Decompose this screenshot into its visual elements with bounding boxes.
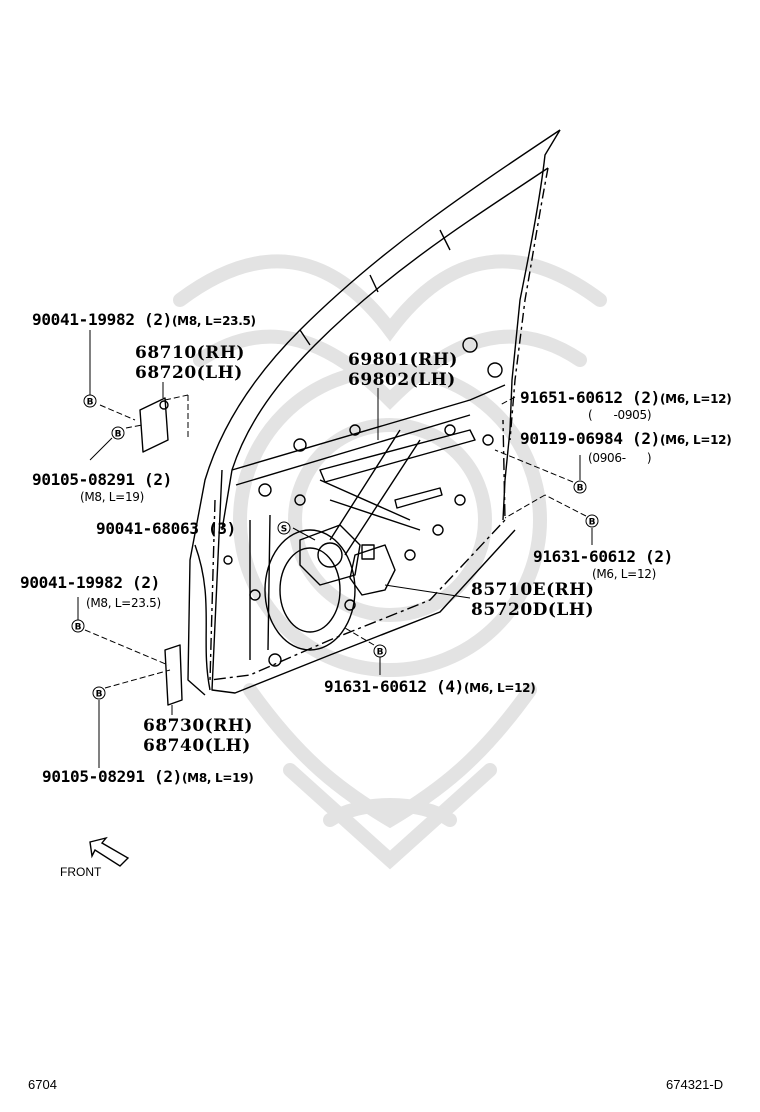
upper-hinge-nut-label: 90105-08291 (2) <box>32 470 172 489</box>
lower-hinge-bolt-label: 90041-19982 (2) <box>20 573 160 592</box>
diagram-code: 674321-D <box>666 1077 724 1092</box>
svg-text:B: B <box>87 398 94 408</box>
marker-b: B <box>373 644 387 658</box>
page-number: 6704 <box>28 1077 57 1092</box>
svg-text:B: B <box>577 484 584 494</box>
marker-s: S <box>277 521 291 535</box>
door-assembly-drawing <box>139 129 561 706</box>
motor-lh: 85720D(LH) <box>471 600 594 620</box>
svg-text:B: B <box>115 430 122 440</box>
bolt-90119-label: 90119-06984 (2)(M6, L=12) <box>520 429 732 448</box>
upper-hinge-bolt-label: 90041-19982 (2)(M8, L=23.5) <box>32 310 256 329</box>
marker-b: B <box>83 394 97 408</box>
regulator-rh: 69801(RH) <box>348 350 458 370</box>
svg-text:B: B <box>75 623 82 633</box>
front-arrow-icon <box>89 836 130 867</box>
svg-text:B: B <box>377 648 384 658</box>
motor-part-numbers: 85710E(RH) 85720D(LH) <box>471 580 594 620</box>
svg-text:B: B <box>96 690 103 700</box>
bolt-91631-right-label: 91631-60612 (2) <box>533 547 673 566</box>
lower-hinge-nut-label: 90105-08291 (2)(M8, L=19) <box>42 767 254 786</box>
markers: B B B B S B B B <box>71 394 599 700</box>
bolt-91631-bottom-spec: (M6, L=12) <box>464 681 536 695</box>
marker-b: B <box>71 619 85 633</box>
marker-b: B <box>573 480 587 494</box>
upper-hinge-lh: 68720(LH) <box>135 363 243 383</box>
upper-hinge-rh: 68710(RH) <box>135 343 245 363</box>
motor-rh: 85710E(RH) <box>471 580 595 600</box>
lower-hinge-part-numbers: 68730(RH) 68740(LH) <box>143 716 253 756</box>
bolt-90119-spec: (M6, L=12) <box>660 433 732 447</box>
bolt-91651-date: ( -0905) <box>588 408 652 422</box>
marker-b: B <box>111 426 125 440</box>
bolt-91631-bottom-label: 91631-60612 (4)(M6, L=12) <box>324 677 536 696</box>
upper-hinge-nut-spec: (M8, L=19) <box>80 490 144 504</box>
regulator-lh: 69802(LH) <box>348 370 456 390</box>
leader-lines <box>77 330 593 768</box>
upper-hinge-part-numbers: 68710(RH) 68720(LH) <box>135 343 245 383</box>
bolt-91651-label: 91651-60612 (2)(M6, L=12) <box>520 388 732 407</box>
upper-hinge-bolt-spec: (M8, L=23.5) <box>172 314 256 328</box>
lower-hinge-rh: 68730(RH) <box>143 716 253 736</box>
bolt-91651-spec: (M6, L=12) <box>660 392 732 406</box>
front-direction-label: FRONT <box>60 865 102 879</box>
lower-hinge-bolt-spec: (M8, L=23.5) <box>86 596 161 610</box>
bolt-91631-right-spec: (M6, L=12) <box>592 567 656 581</box>
screw-90041-68063-label: 90041-68063 (3) <box>96 519 236 538</box>
regulator-part-numbers: 69801(RH) 69802(LH) <box>348 350 458 390</box>
marker-b: B <box>92 686 106 700</box>
lower-hinge-lh: 68740(LH) <box>143 736 251 756</box>
svg-text:B: B <box>589 518 596 528</box>
svg-text:S: S <box>281 525 287 535</box>
marker-b: B <box>585 514 599 528</box>
bolt-90119-date: (0906- ) <box>588 451 652 465</box>
lower-hinge-nut-spec: (M8, L=19) <box>182 771 254 785</box>
